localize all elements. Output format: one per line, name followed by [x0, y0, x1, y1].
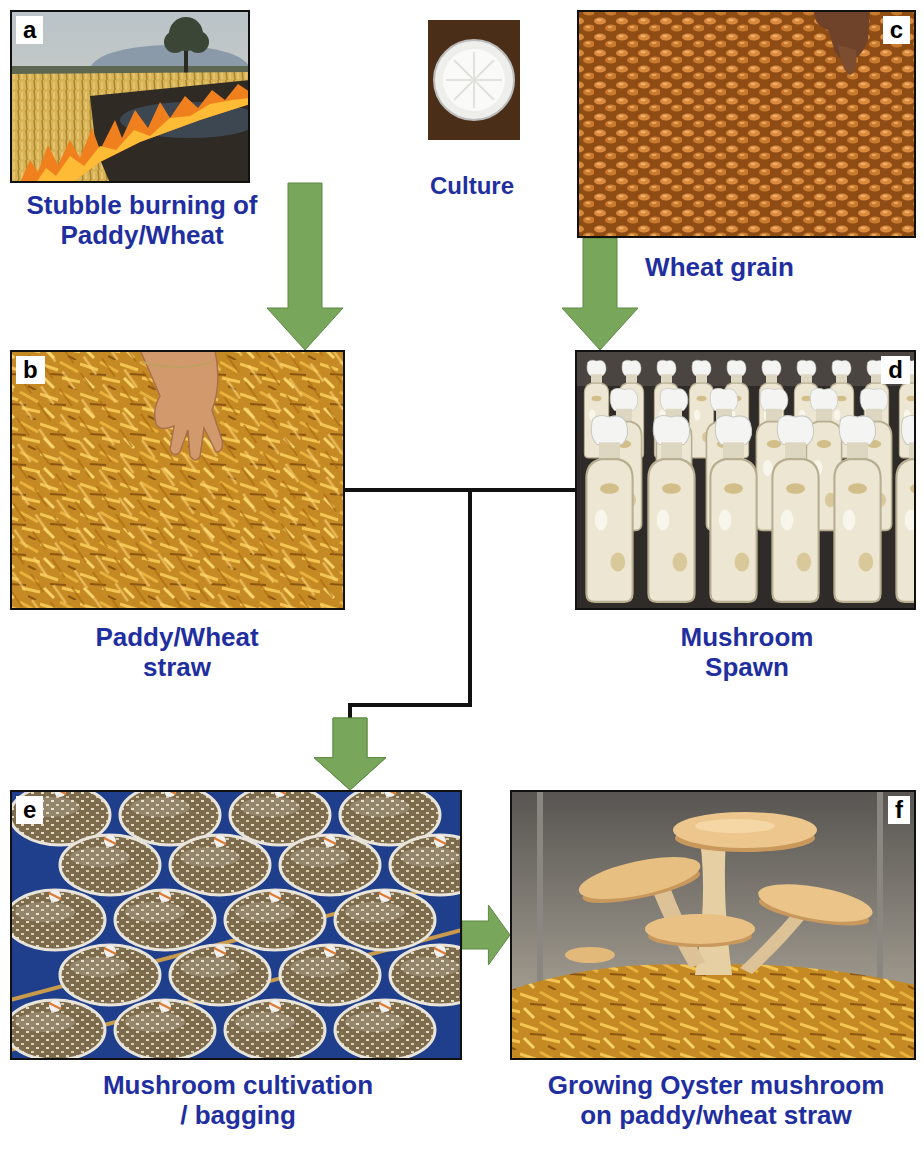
flow-connector: [562, 238, 638, 350]
panel-caption: Mushroom Spawn: [678, 622, 817, 682]
photo-panel: bPaddy/Wheat straw: [10, 350, 345, 610]
spawn-bottles-photo: [575, 350, 916, 610]
straw-photo: [10, 350, 345, 610]
panel-letter: d: [881, 356, 910, 384]
panel-caption: Stubble burning of Paddy/Wheat: [23, 190, 261, 250]
panel-caption: Mushroom cultivation / bagging: [100, 1070, 377, 1130]
photo-panel: aStubble burning of Paddy/Wheat: [10, 10, 250, 183]
flow-connector: [462, 905, 510, 965]
photo-panel: fGrowing Oyster mushroom on paddy/wheat …: [510, 790, 916, 1060]
flow-connector: [314, 490, 575, 790]
panel-caption: Paddy/Wheat straw: [92, 622, 262, 682]
panel-letter: e: [16, 796, 43, 824]
block-arrow: [462, 905, 510, 965]
block-arrow: [562, 238, 638, 350]
panel-letter: c: [883, 16, 910, 44]
photo-panel: dMushroom Spawn: [575, 350, 916, 610]
panel-letter: a: [16, 16, 43, 44]
culture-petri-dish: [428, 20, 520, 140]
merge-line: [345, 490, 470, 724]
photo-panel: cWheat grain: [577, 10, 916, 238]
block-arrow: [314, 718, 386, 790]
flow-connector: [267, 183, 343, 350]
block-arrow: [314, 718, 386, 790]
panel-caption: Growing Oyster mushroom on paddy/wheat s…: [545, 1070, 888, 1130]
oyster-mushroom-photo: [510, 790, 916, 1060]
photo-panel: eMushroom cultivation / bagging: [10, 790, 462, 1060]
stubble-burning-photo: [10, 10, 250, 183]
wheat-grain-photo: [577, 10, 916, 238]
bags-photo: [10, 790, 462, 1060]
merge-line: [350, 490, 575, 724]
panel-letter: f: [888, 796, 910, 824]
flow-connector: [314, 490, 470, 790]
block-arrow: [267, 183, 343, 350]
panel-letter: b: [16, 356, 45, 384]
panel-caption: Wheat grain: [642, 252, 797, 282]
inset-label: Culture: [430, 172, 514, 200]
